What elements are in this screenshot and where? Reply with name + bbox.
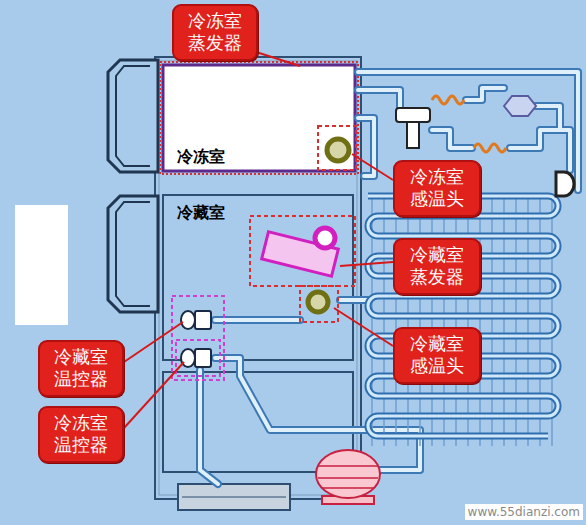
condenser-tube	[368, 196, 558, 436]
pipe	[200, 370, 218, 484]
thermostat-knob	[181, 311, 195, 329]
pipe-outline	[200, 72, 578, 484]
pipe	[340, 298, 368, 302]
condenser-wire	[467, 194, 469, 446]
freezer-compartment	[163, 65, 355, 171]
fridge-compartment	[163, 195, 353, 360]
callout-box: 冷冻室感温头	[393, 160, 481, 217]
leader-lines	[124, 52, 393, 428]
freezer-sensor	[327, 139, 349, 161]
watermark: www.55dianzi.com	[465, 504, 583, 520]
freezer-thermostat	[195, 349, 211, 367]
condenser-tube	[368, 196, 558, 436]
condenser-wire	[395, 194, 397, 446]
pipe	[466, 88, 504, 100]
callout-box: 冷藏室感温头	[393, 327, 481, 384]
highlight-box	[250, 216, 355, 286]
compartment-label: 冷冻室	[177, 147, 225, 168]
pipe	[432, 130, 472, 148]
condenser	[368, 194, 558, 446]
condenser-wire	[431, 194, 433, 446]
fridge-thermostat	[195, 311, 211, 329]
pipes	[200, 72, 578, 484]
freezer-door	[108, 60, 158, 172]
pipe	[215, 316, 300, 324]
leader-line	[124, 322, 183, 362]
highlight-box	[176, 340, 220, 376]
valve-stem	[407, 122, 419, 148]
pipe	[432, 130, 472, 148]
condenser-wire	[383, 194, 385, 446]
callout-box: 冷冻室温控器	[38, 406, 124, 463]
leader-line	[124, 362, 184, 428]
compartment: 冷冻室	[163, 65, 355, 171]
callout-label: 冷藏室温控器	[50, 346, 112, 391]
condenser-wire	[515, 194, 517, 446]
compartment-label: 冷藏室	[177, 203, 225, 224]
callout-label: 冷冻室温控器	[50, 412, 112, 457]
pipe	[215, 318, 300, 322]
capillary-coil	[474, 144, 506, 152]
condenser-wire	[443, 194, 445, 446]
pipe-fitting	[556, 172, 574, 196]
condenser-wire	[491, 194, 493, 446]
leader-line	[256, 52, 300, 66]
condenser-wire	[539, 194, 541, 446]
compressor	[316, 450, 380, 498]
pipe	[340, 296, 368, 304]
fridge-door	[108, 196, 158, 312]
pipe	[560, 130, 570, 170]
fridge-sensor	[308, 292, 328, 312]
pipe	[380, 446, 420, 470]
callout-label: 冷藏室感温头	[405, 333, 469, 378]
leader-line	[352, 154, 393, 180]
callout-box: 冷藏室温控器	[38, 340, 124, 397]
base-tray	[178, 484, 290, 510]
condenser-wire	[527, 194, 529, 446]
pipe	[380, 446, 420, 470]
compartment: 冷藏室	[163, 195, 353, 360]
condenser-wire	[503, 194, 505, 446]
condenser-wire	[479, 194, 481, 446]
highlight-box	[300, 286, 338, 322]
evaporator-highlight	[160, 62, 358, 174]
leader-line	[340, 262, 393, 266]
door-handle	[116, 66, 150, 166]
pipe	[466, 88, 504, 100]
callout-label: 冷冻室感温头	[405, 166, 469, 211]
pipe	[560, 130, 570, 170]
callout-box: 冷冻室蒸发器	[172, 4, 258, 61]
condenser-wire	[455, 194, 457, 446]
pipe	[200, 370, 218, 484]
callout-box: 冷藏室蒸发器	[393, 238, 481, 295]
condenser-wire	[419, 194, 421, 446]
pipe-fill	[200, 72, 578, 484]
callout-label: 冷冻室蒸发器	[184, 10, 246, 55]
evaporator-inlet	[315, 228, 335, 248]
door-handle	[116, 202, 150, 306]
capillary-coil	[432, 96, 464, 104]
compressor-lines	[318, 466, 378, 488]
valve-body	[396, 108, 430, 122]
condenser-wire	[407, 194, 409, 446]
filter-drier	[504, 96, 536, 116]
white-panel	[15, 205, 68, 325]
callout-label: 冷藏室蒸发器	[405, 244, 469, 289]
pipe	[358, 90, 400, 112]
leader-line	[334, 308, 393, 346]
highlight-box	[318, 126, 356, 170]
tray-line	[182, 497, 286, 498]
pipe	[358, 90, 400, 112]
